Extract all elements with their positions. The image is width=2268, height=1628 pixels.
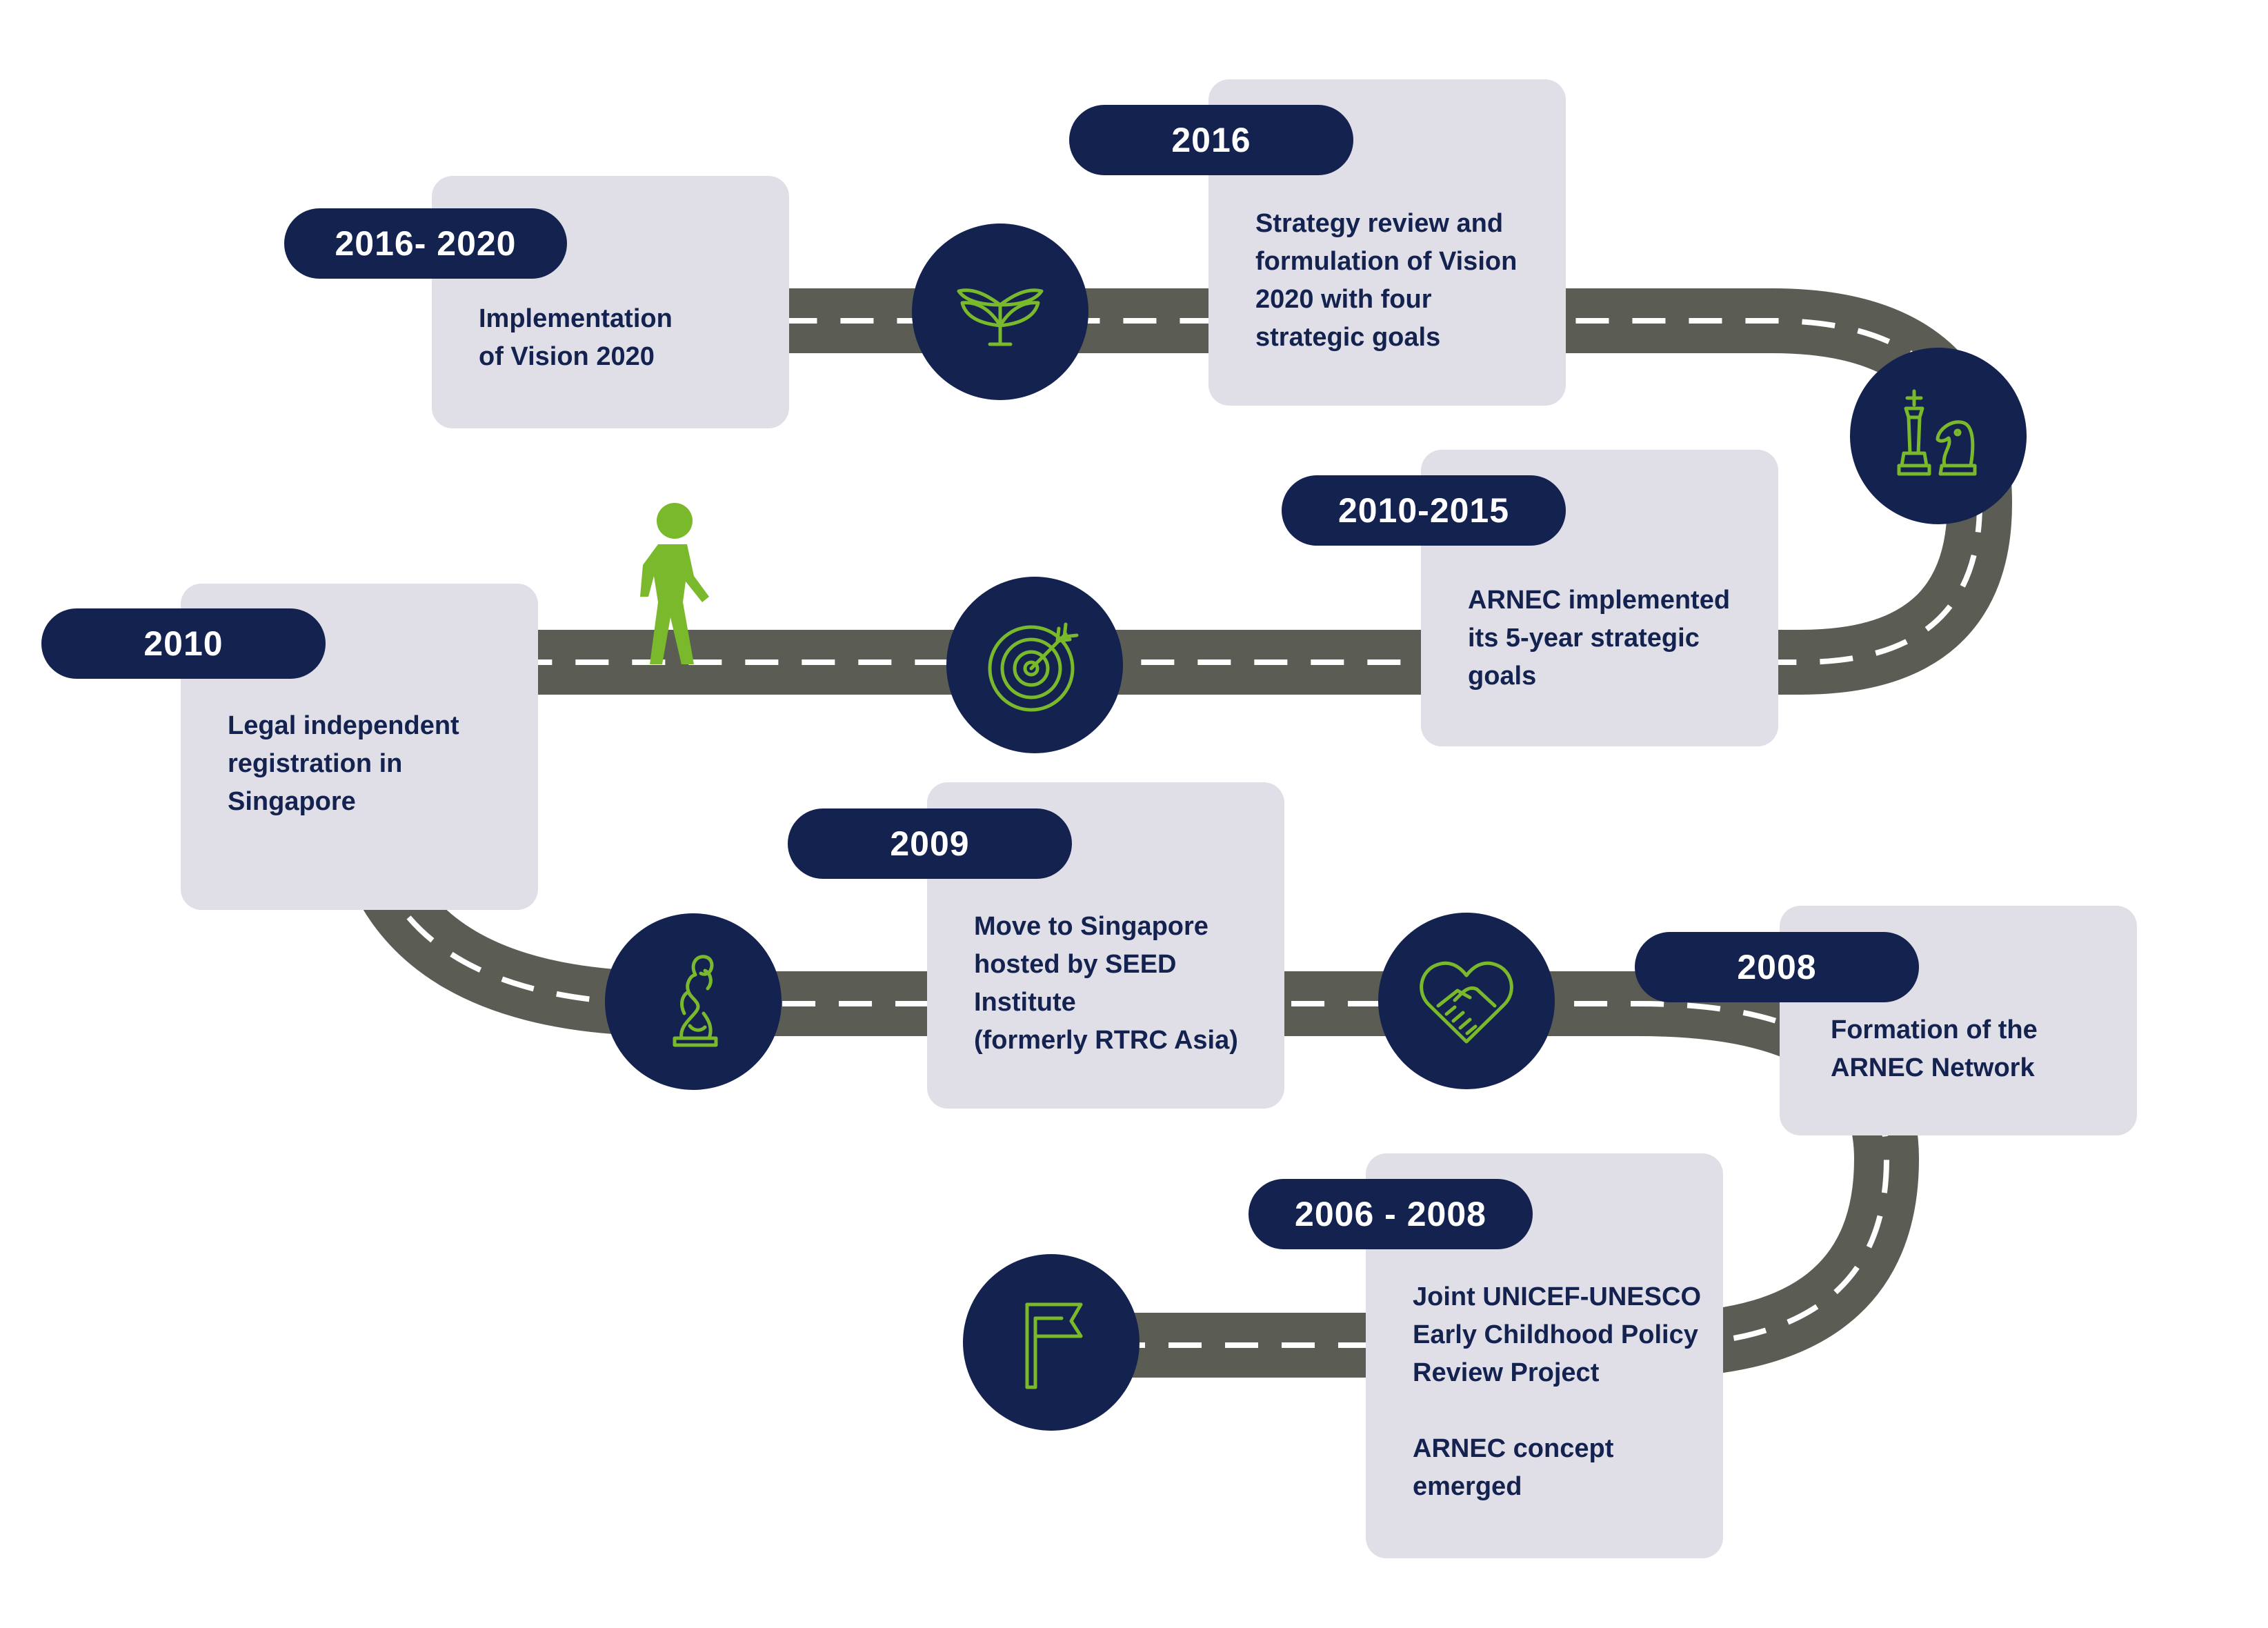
flag-icon bbox=[1025, 1302, 1083, 1389]
milestone-icon-2006-2008 bbox=[963, 1254, 1140, 1431]
year-badge-2016-2020: 2016- 2020 bbox=[284, 208, 567, 279]
year-badge-2010-2015: 2010-2015 bbox=[1282, 475, 1566, 546]
year-badge-2016: 2016 bbox=[1069, 105, 1353, 175]
milestone-text-2008: Formation of the ARNEC Network bbox=[1831, 1015, 2038, 1082]
seedling-icon bbox=[957, 288, 1044, 346]
chess-icon bbox=[1897, 389, 1977, 476]
milestone-text-2009: Move to Singapore hosted by SEED Institu… bbox=[974, 912, 1238, 1055]
milestone-text-2010: Legal independent registration in Singap… bbox=[228, 711, 459, 816]
milestone-icon-2010-2015 bbox=[946, 577, 1123, 753]
milestone-text-2006-2008: Joint UNICEF-UNESCO Early Childhood Poli… bbox=[1413, 1282, 1701, 1501]
milestone-icon-2008 bbox=[1378, 913, 1555, 1089]
milestone-text-2016-2020: Implementation of Vision 2020 bbox=[479, 304, 673, 371]
handshake-heart-icon bbox=[1420, 961, 1513, 1044]
target-icon bbox=[988, 622, 1079, 712]
milestone-icon-2009 bbox=[605, 913, 782, 1090]
milestone-text-2016: Strategy review and formulation of Visio… bbox=[1255, 209, 1518, 352]
year-badge-2008: 2008 bbox=[1635, 932, 1919, 1002]
milestone-icon-2016 bbox=[1850, 348, 2027, 524]
merlion-icon bbox=[673, 955, 718, 1047]
year-badge-2010: 2010 bbox=[41, 608, 326, 679]
walking-person-icon bbox=[640, 503, 709, 664]
milestone-text-2010-2015: ARNEC implemented its 5-year strategic g… bbox=[1468, 586, 1731, 691]
year-badge-2009: 2009 bbox=[788, 808, 1072, 879]
year-badge-2006-2008: 2006 - 2008 bbox=[1249, 1179, 1533, 1249]
milestone-icon-2016-2020 bbox=[912, 224, 1088, 400]
